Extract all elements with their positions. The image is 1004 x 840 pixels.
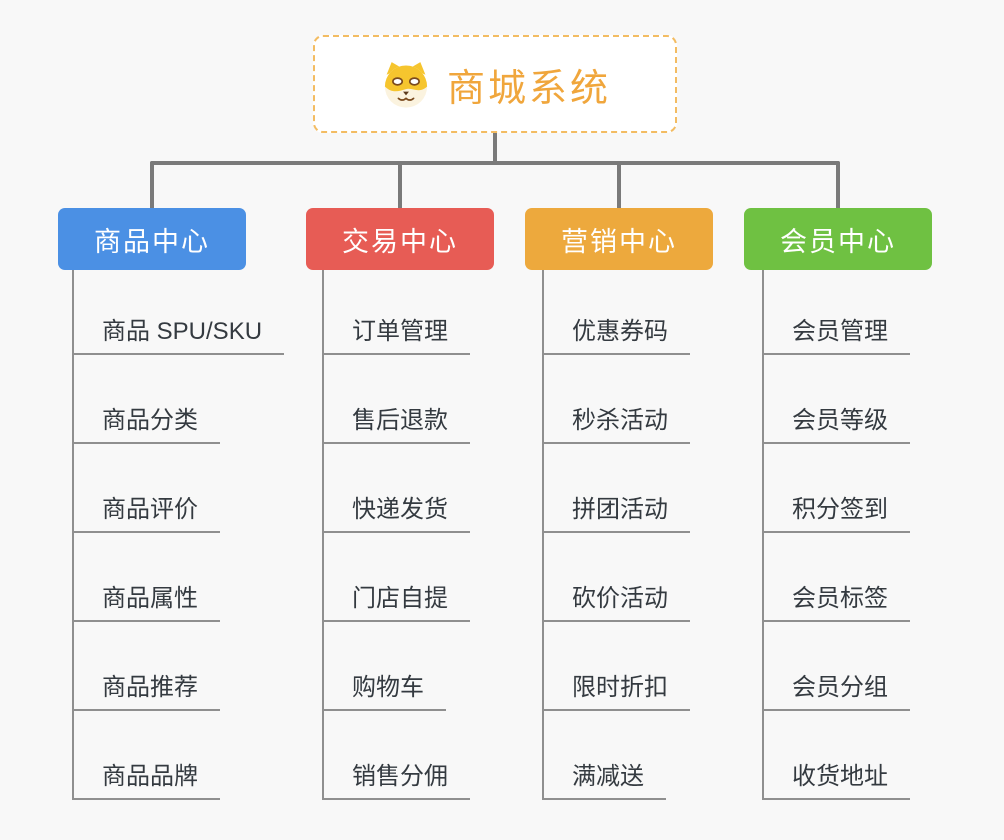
- branch-label: 营销中心: [561, 226, 677, 257]
- connector-drop-line: [617, 161, 621, 210]
- topic-label: 商品属性: [102, 585, 198, 612]
- topic-label: 订单管理: [352, 318, 448, 345]
- topic-item[interactable]: 销售分佣: [322, 752, 470, 800]
- connector-horizontal-bar: [150, 161, 840, 165]
- topic-label: 商品品牌: [102, 763, 198, 790]
- topic-label: 秒杀活动: [572, 407, 668, 434]
- topic-label: 商品 SPU/SKU: [102, 318, 263, 345]
- topic-item[interactable]: 门店自提: [322, 574, 470, 622]
- connector-drop-line: [836, 161, 840, 210]
- topic-item[interactable]: 拼团活动: [542, 485, 690, 533]
- connector-drop-line: [150, 161, 154, 210]
- topic-label: 快递发货: [352, 496, 448, 523]
- topic-item[interactable]: 秒杀活动: [542, 396, 690, 444]
- topic-item[interactable]: 购物车: [322, 663, 446, 711]
- branch-node-trade-center[interactable]: 交易中心: [306, 208, 494, 270]
- connector-drop-line: [398, 161, 402, 210]
- branch-label: 商品中心: [94, 226, 210, 257]
- root-node[interactable]: 商城系统: [313, 35, 677, 133]
- topic-item[interactable]: 限时折扣: [542, 663, 690, 711]
- topic-label: 收货地址: [792, 763, 888, 790]
- topic-item[interactable]: 商品推荐: [72, 663, 220, 711]
- topic-label: 限时折扣: [572, 674, 668, 701]
- topic-item[interactable]: 会员管理: [762, 307, 910, 355]
- topic-label: 优惠券码: [572, 318, 668, 345]
- topic-item[interactable]: 售后退款: [322, 396, 470, 444]
- branch-node-marketing-center[interactable]: 营销中心: [525, 208, 713, 270]
- topic-label: 销售分佣: [352, 763, 448, 790]
- topic-label: 会员分组: [792, 674, 888, 701]
- topic-item[interactable]: 收货地址: [762, 752, 910, 800]
- branch-label: 交易中心: [342, 226, 458, 257]
- topic-item[interactable]: 商品评价: [72, 485, 220, 533]
- topic-item[interactable]: 优惠券码: [542, 307, 690, 355]
- connector-root-vertical: [493, 131, 497, 164]
- topic-label: 商品推荐: [102, 674, 198, 701]
- topic-item[interactable]: 会员等级: [762, 396, 910, 444]
- topic-label: 拼团活动: [572, 496, 668, 523]
- topic-label: 砍价活动: [572, 585, 668, 612]
- branch-node-product-center[interactable]: 商品中心: [58, 208, 246, 270]
- topic-label: 商品评价: [102, 496, 198, 523]
- branch-trunk-line: [762, 270, 764, 800]
- topic-item[interactable]: 商品属性: [72, 574, 220, 622]
- topic-label: 商品分类: [102, 407, 198, 434]
- topic-label: 会员等级: [792, 407, 888, 434]
- topic-item[interactable]: 满减送: [542, 752, 666, 800]
- branch-trunk-line: [322, 270, 324, 800]
- topic-item[interactable]: 会员标签: [762, 574, 910, 622]
- branch-trunk-line: [72, 270, 74, 800]
- topic-item[interactable]: 快递发货: [322, 485, 470, 533]
- topic-item[interactable]: 砍价活动: [542, 574, 690, 622]
- topic-label: 积分签到: [792, 496, 888, 523]
- topic-label: 会员管理: [792, 318, 888, 345]
- topic-item[interactable]: 商品 SPU/SKU: [72, 307, 285, 355]
- topic-item[interactable]: 积分签到: [762, 485, 910, 533]
- topic-label: 满减送: [572, 763, 644, 790]
- topic-label: 售后退款: [352, 407, 448, 434]
- root-title: 商城系统: [446, 67, 611, 110]
- branch-label: 会员中心: [780, 226, 896, 257]
- topic-label: 会员标签: [792, 585, 888, 612]
- dog-face-icon: [379, 59, 433, 109]
- topic-item[interactable]: 会员分组: [762, 663, 910, 711]
- topic-label: 门店自提: [352, 585, 448, 612]
- topic-label: 购物车: [352, 674, 424, 701]
- branch-node-member-center[interactable]: 会员中心: [744, 208, 932, 270]
- topic-item[interactable]: 商品品牌: [72, 752, 220, 800]
- branch-trunk-line: [542, 270, 544, 800]
- topic-item[interactable]: 订单管理: [322, 307, 470, 355]
- topic-item[interactable]: 商品分类: [72, 396, 220, 444]
